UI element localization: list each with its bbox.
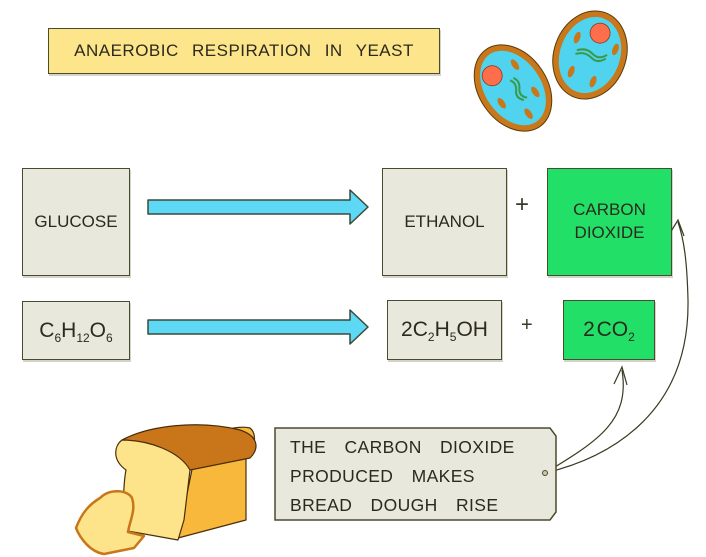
reactant-formula-box: C6H12O6 [22, 301, 130, 360]
yeast-cell-left [473, 44, 553, 132]
diagram-title: ANAEROBIC RESPIRATION IN YEAST [48, 28, 440, 74]
bread-loaf-icon [74, 424, 257, 556]
reaction-arrow-word [147, 189, 369, 225]
co2-formula: 2 CO2 [583, 318, 635, 344]
product-ethanol-formula-box: 2C2H5OH [387, 300, 502, 360]
product-ethanol-box: ETHANOL [382, 168, 507, 276]
tag-hole [542, 470, 548, 476]
note-line-3: BREAD DOUGH RISE [290, 495, 499, 515]
yeast-cells-icon [473, 10, 628, 132]
reactant-glucose-box: GLUCOSE [22, 168, 130, 276]
plus-sign-symbol: + [521, 314, 533, 336]
glucose-formula: C6H12O6 [39, 318, 113, 345]
note-line-1: THE CARBON DIOXIDE [290, 437, 515, 457]
note-line-2: PRODUCED MAKES [290, 466, 475, 486]
product-ethanol-label: ETHANOL [404, 211, 485, 231]
ethanol-formula: 2C2H5OH [401, 318, 488, 344]
pointer-lines [544, 218, 689, 474]
diagram-title-text: ANAEROBIC RESPIRATION IN YEAST [74, 41, 414, 60]
reaction-arrow-symbol [147, 309, 369, 345]
carbon-dioxide-line2: DIOXIDE [574, 223, 645, 242]
yeast-cell-right [552, 10, 628, 100]
product-carbon-dioxide-box: CARBON DIOXIDE [547, 168, 672, 276]
note-tag-shape [274, 427, 557, 521]
plus-sign-word: + [515, 191, 530, 218]
product-co2-formula-box: 2 CO2 [563, 300, 655, 360]
note-tag: THE CARBON DIOXIDE PRODUCED MAKES BREAD … [290, 433, 515, 520]
reactant-glucose-label: GLUCOSE [34, 211, 118, 231]
carbon-dioxide-line1: CARBON [573, 200, 646, 220]
